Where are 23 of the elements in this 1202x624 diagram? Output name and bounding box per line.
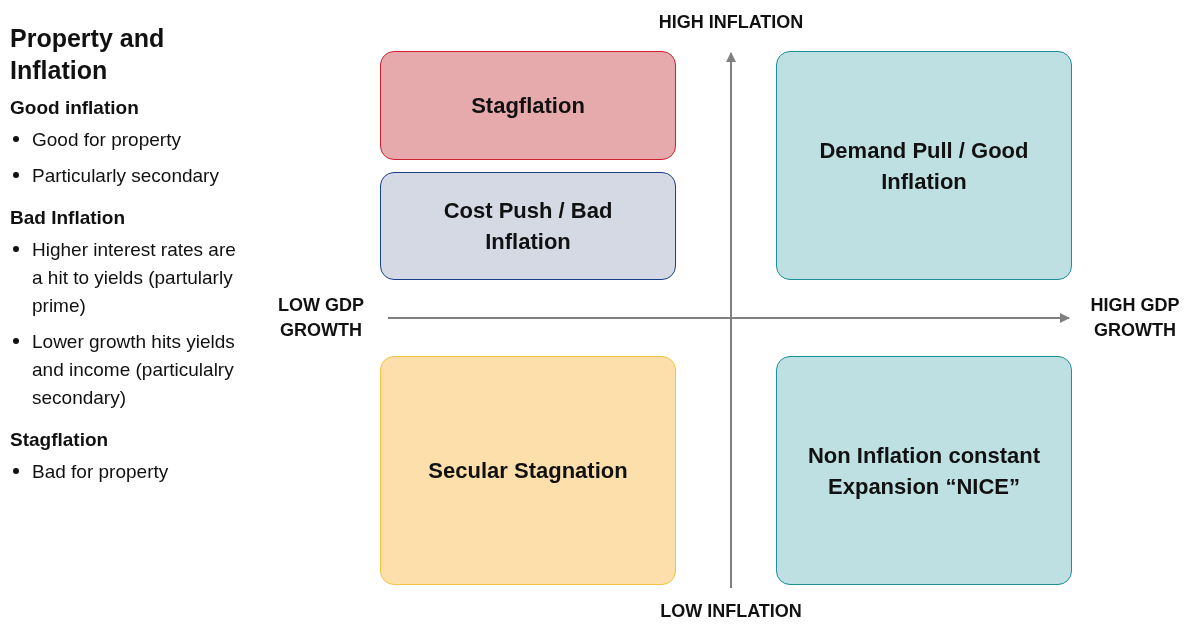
quadrant-box — [380, 172, 676, 280]
section-heading: Stagflation — [10, 428, 110, 452]
axis-label: HIGH INFLATION — [658, 10, 804, 34]
quadrant-label: Cost Push / Bad Inflation — [442, 197, 614, 256]
axis-label: LOW INFLATION — [660, 599, 802, 623]
bullet-text: Higher interest rates are a hit to yields (partularly prime) — [32, 238, 237, 318]
axis-label: LOW GDP GROWTH — [277, 294, 365, 342]
section-heading: Good inflation — [10, 96, 140, 120]
quadrant-label: Stagflation — [471, 92, 585, 120]
bullet-text: Particularly secondary — [32, 164, 220, 188]
quadrant-box — [380, 51, 676, 160]
quadrant-label: Secular Stagnation — [428, 457, 628, 485]
axis-label: HIGH GDP GROWTH — [1089, 294, 1181, 342]
bullet-text: Good for property — [32, 128, 182, 152]
quadrant-label: Non Inflation constant Expansion “NICE” — [806, 441, 1042, 501]
quadrant-box — [776, 51, 1072, 280]
quadrant-box — [380, 356, 676, 585]
quadrant-box — [776, 356, 1072, 585]
quadrant-label: Demand Pull / Good Inflation — [818, 136, 1030, 196]
bullet-text: Bad for property — [32, 460, 170, 484]
bullet-text: Lower growth hits yields and income (particulalry secondary) — [32, 330, 236, 410]
title: Property and Inflation — [10, 23, 166, 86]
section-heading: Bad Inflation — [10, 206, 127, 230]
